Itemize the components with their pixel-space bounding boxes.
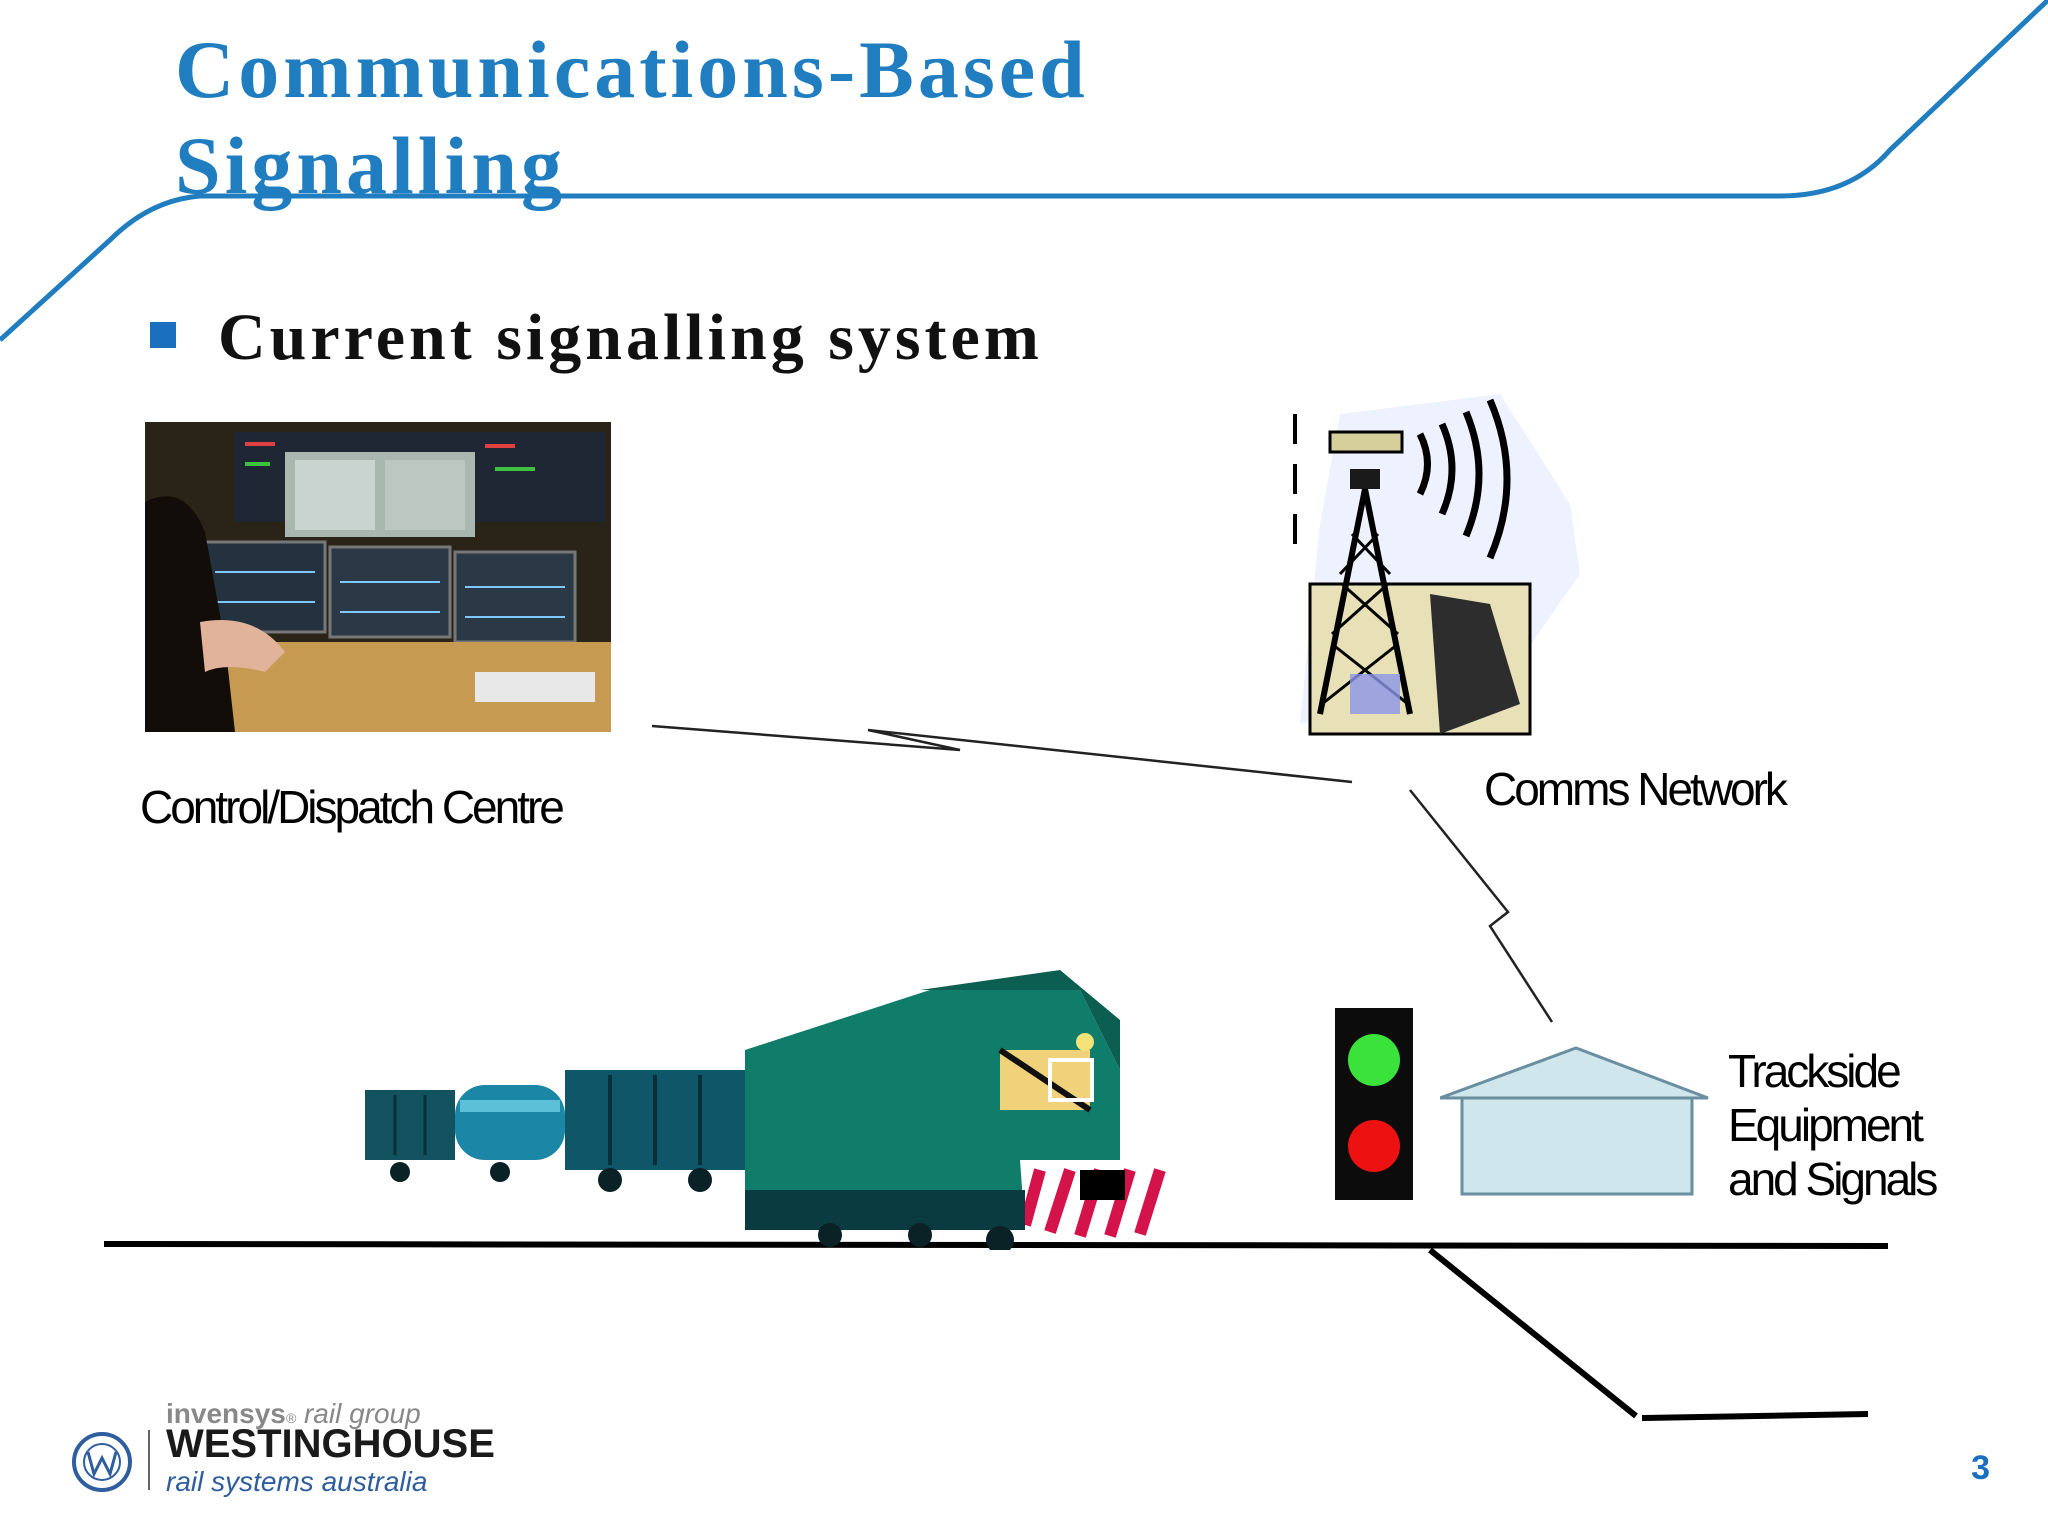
logo-westinghouse: WESTINGHOUSE bbox=[166, 1422, 495, 1466]
train-icon bbox=[365, 970, 1190, 1250]
trackside-label-line1: Trackside bbox=[1728, 1045, 1902, 1097]
green-light-icon bbox=[1348, 1034, 1400, 1086]
logo-invensys-brand: invensys bbox=[166, 1398, 286, 1429]
comms-network-label: Comms Network bbox=[1484, 763, 1788, 815]
slide-title: Communications-Based Signalling bbox=[175, 22, 1275, 214]
bullet-square-icon bbox=[150, 322, 176, 348]
bullet-text: Current signalling system bbox=[218, 301, 1043, 374]
westinghouse-logo-icon bbox=[72, 1432, 132, 1492]
logo-divider bbox=[148, 1430, 150, 1490]
control-centre-label: Control/Dispatch Centre bbox=[140, 781, 565, 833]
radio-tower-icon bbox=[1293, 394, 1580, 736]
trackside-label-line2: Equipment bbox=[1728, 1099, 1924, 1151]
header-swoosh bbox=[0, 0, 2048, 342]
page-number: 3 bbox=[1971, 1449, 1990, 1487]
red-light-icon bbox=[1348, 1120, 1400, 1172]
logo-invensys: invensys® rail group bbox=[166, 1398, 421, 1429]
logo-subtitle: rail systems australia bbox=[166, 1466, 428, 1497]
trackside-label-line3: and Signals bbox=[1728, 1153, 1938, 1205]
control-room-photo bbox=[145, 422, 611, 732]
logo-rail-group: rail group bbox=[303, 1398, 421, 1429]
traffic-signal-icon bbox=[1335, 1008, 1413, 1200]
trackside-hut-icon bbox=[1440, 1046, 1709, 1196]
slide-title-line1: Communications-Based bbox=[175, 24, 1089, 115]
trackside-label: Trackside Equipment and Signals bbox=[1728, 1044, 1938, 1206]
slide-title-line2: Signalling bbox=[175, 120, 566, 211]
